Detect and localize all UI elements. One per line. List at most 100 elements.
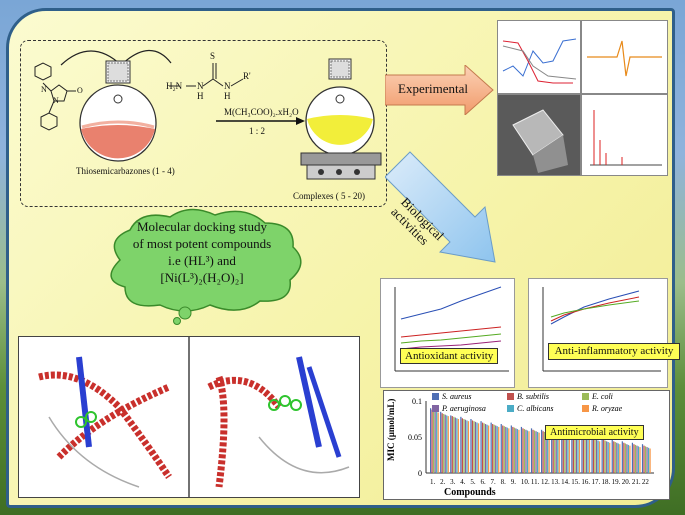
bar xyxy=(440,411,442,473)
docking-line4: [Ni(L³)₂(H₂O)₂] xyxy=(160,270,244,285)
bar xyxy=(471,420,474,473)
bar xyxy=(557,434,559,473)
bar xyxy=(480,421,482,473)
x-tick-label: 9. xyxy=(511,478,517,486)
bar xyxy=(636,445,638,473)
bar xyxy=(641,444,644,473)
bar xyxy=(542,431,544,473)
ligand-label: Thiosemicarbazones (1 - 4) xyxy=(76,166,175,176)
bar xyxy=(607,442,609,473)
thio-sulfur: S xyxy=(210,51,216,61)
sem-image xyxy=(497,94,581,176)
bar xyxy=(536,431,539,473)
bar xyxy=(518,429,520,473)
bar xyxy=(525,429,527,473)
x-axis-label: Compounds xyxy=(444,487,496,498)
bar xyxy=(510,425,512,473)
docking-line2: of most potent compounds xyxy=(132,236,272,251)
bar xyxy=(444,414,446,473)
bar xyxy=(561,432,563,473)
x-tick-label: 5. xyxy=(470,478,476,486)
bar xyxy=(437,412,439,473)
spectra-plot xyxy=(497,20,581,94)
bar xyxy=(466,420,468,473)
bar xyxy=(554,433,556,473)
nh2-h: H xyxy=(224,91,231,101)
nh2-n: N xyxy=(224,81,231,91)
bar xyxy=(456,418,458,473)
docking-line1: Molecular docking study xyxy=(137,219,267,234)
biological-arrow xyxy=(385,151,496,263)
bar xyxy=(477,423,480,473)
bar xyxy=(609,442,611,473)
bar xyxy=(451,416,453,473)
legend-label: P. aeruginosa xyxy=(441,404,486,413)
bar xyxy=(490,422,492,473)
bar xyxy=(634,444,637,473)
legend-swatch xyxy=(582,405,589,412)
x-tick-label: 21. xyxy=(632,478,641,486)
bar xyxy=(457,419,459,473)
bar xyxy=(643,445,645,473)
bar xyxy=(587,439,589,473)
docking-cloud xyxy=(110,208,302,325)
bar xyxy=(496,426,498,473)
nh1-h: H xyxy=(197,91,204,101)
bar xyxy=(594,439,596,473)
bar xyxy=(567,436,569,473)
bar xyxy=(564,434,566,473)
antioxidant-label: Antioxidant activity xyxy=(400,348,499,364)
bar xyxy=(493,424,495,473)
y-tick-label: 0 xyxy=(418,469,422,478)
x-tick-label: 3. xyxy=(450,478,456,486)
bar xyxy=(508,428,510,473)
x-tick-label: 1. xyxy=(430,478,436,486)
bar xyxy=(637,446,640,473)
antimicrobial-label: Antimicrobial activity xyxy=(545,425,644,440)
bar xyxy=(616,442,618,473)
bar xyxy=(591,437,593,473)
y-axis-label: MIC (µmol/mL) xyxy=(386,399,396,461)
legend-swatch xyxy=(582,393,589,400)
bar xyxy=(476,422,478,473)
x-tick-label: 6. xyxy=(480,478,486,486)
experimental-label: Experimental xyxy=(398,81,469,96)
legend-label: R. oryzae xyxy=(591,404,623,413)
bar xyxy=(614,442,616,473)
bar xyxy=(592,438,595,473)
bar xyxy=(492,424,494,473)
bar xyxy=(547,433,549,473)
antioxidant-chart xyxy=(380,278,515,388)
bar xyxy=(512,426,514,473)
bar xyxy=(431,409,433,473)
bar xyxy=(516,429,518,473)
bar xyxy=(595,439,598,473)
bar xyxy=(585,438,588,473)
x-tick-label: 2. xyxy=(440,478,446,486)
scheme-drawing xyxy=(34,49,382,180)
bar xyxy=(502,425,504,473)
bar xyxy=(631,442,634,473)
bar xyxy=(522,428,524,473)
bar xyxy=(639,447,641,473)
experimental-arrow xyxy=(385,65,494,115)
x-tick-label: 20. xyxy=(622,478,631,486)
bar xyxy=(601,438,603,473)
legend-label: E. coli xyxy=(591,392,613,401)
legend-swatch xyxy=(507,405,514,412)
bar xyxy=(562,434,564,473)
bar xyxy=(450,415,452,473)
bar xyxy=(436,411,438,473)
bar xyxy=(495,425,497,473)
bar xyxy=(528,431,530,473)
bar xyxy=(538,432,540,473)
bar xyxy=(454,417,456,473)
bar xyxy=(619,444,621,473)
bar xyxy=(544,431,546,473)
bar xyxy=(646,447,648,473)
bar xyxy=(513,427,515,473)
x-tick-label: 18. xyxy=(602,478,611,486)
reagent-h2n: H₂N xyxy=(166,81,183,91)
bar xyxy=(555,434,557,473)
